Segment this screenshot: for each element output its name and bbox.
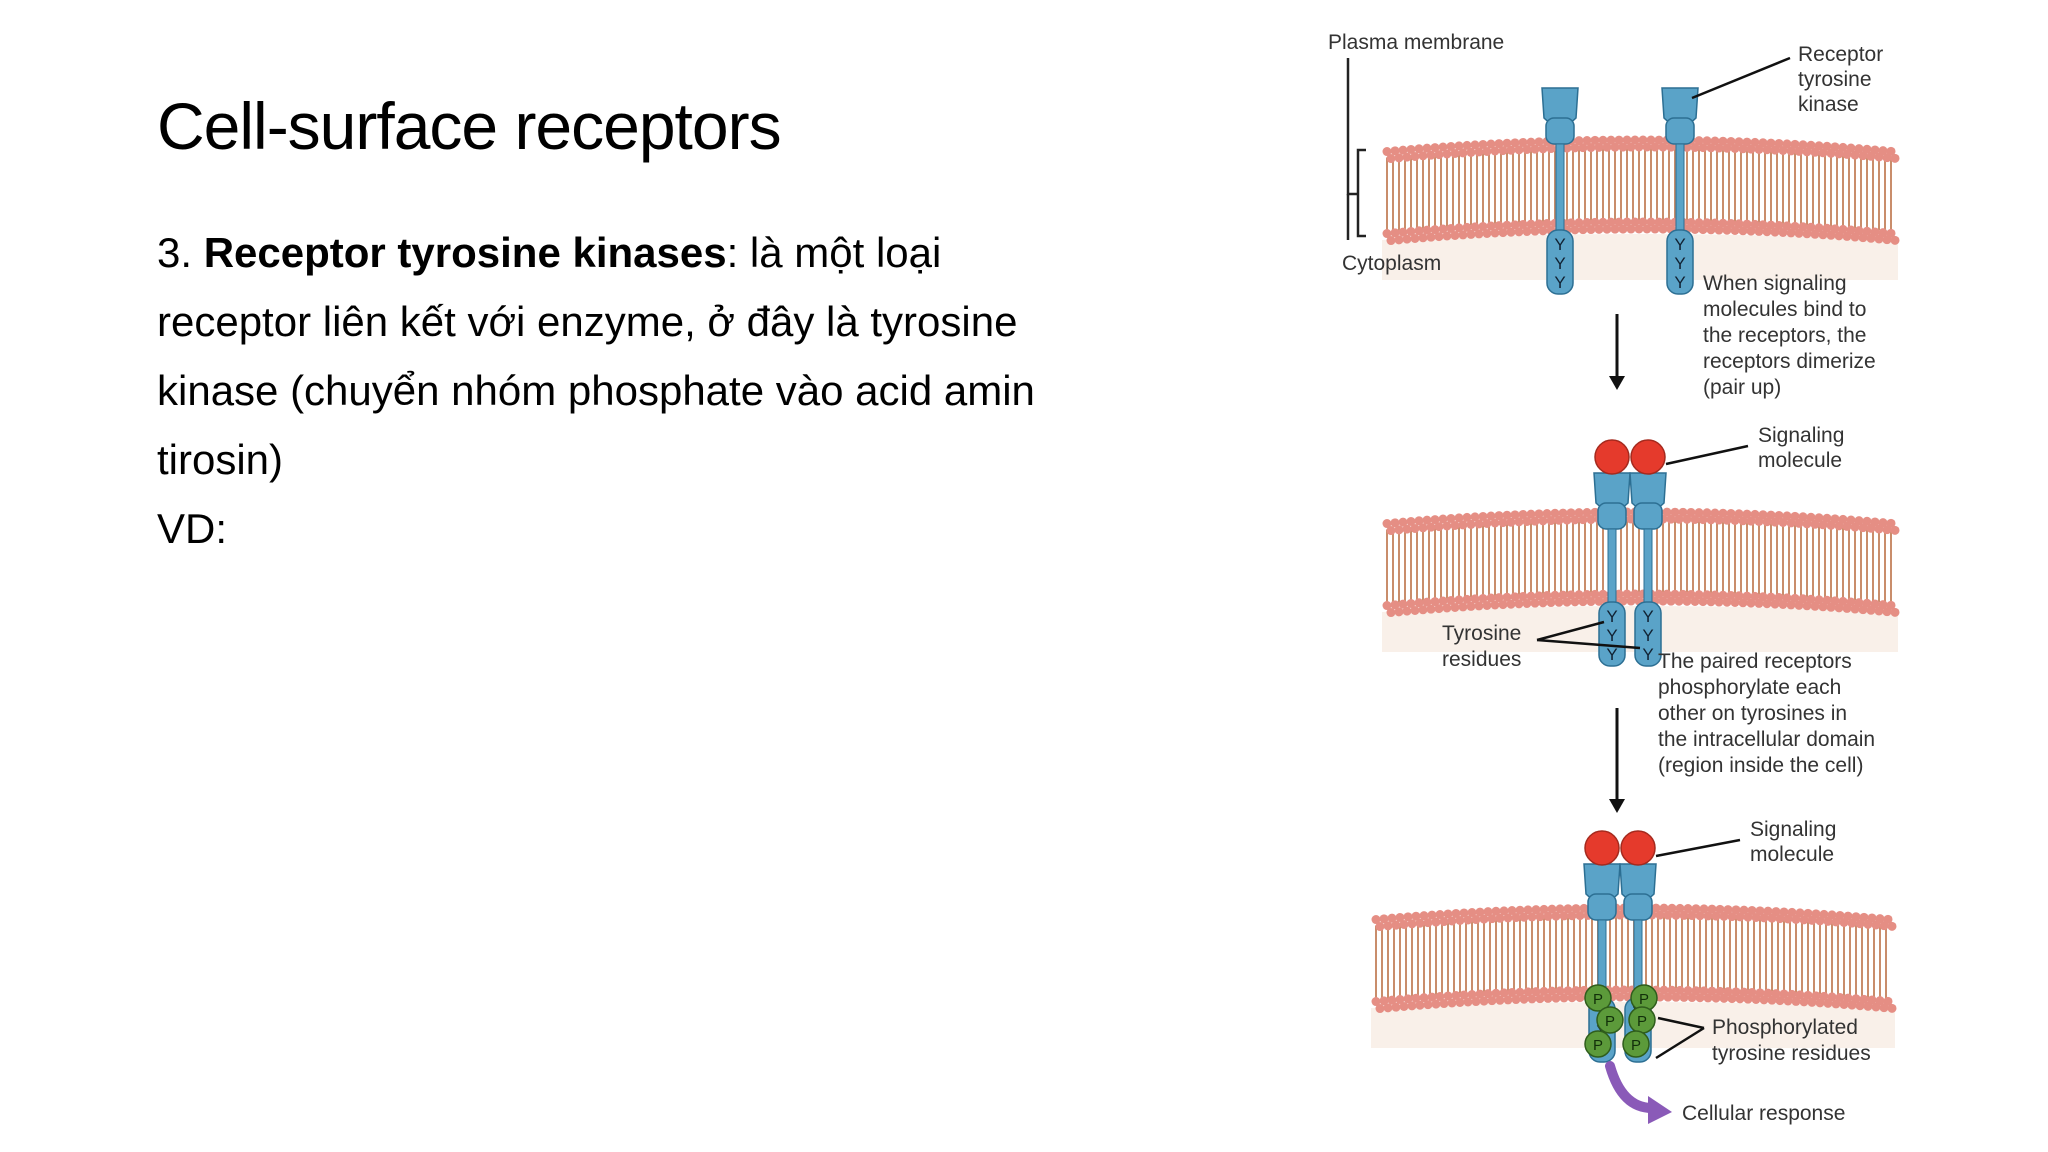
receptor-panel1-left-tyrosine-2: Y <box>1554 254 1565 273</box>
caption-step-2-line-4: the intracellular domain <box>1658 728 1875 751</box>
caption-step-2-line-5: (region inside the cell) <box>1658 754 1863 777</box>
leader-signaling-molecule-1 <box>1665 444 1749 466</box>
phosphate-label-4: P <box>1637 1013 1647 1030</box>
receptor-panel1-right-tyrosine-1: Y <box>1674 235 1685 254</box>
receptor-panel2-right-signal-molecule <box>1630 439 1666 475</box>
label-receptor-tyrosine-kinase-line-3: kinase <box>1798 93 1859 116</box>
membrane-inner-bracket <box>1356 148 1366 238</box>
body-line-2: receptor liên kết với enzyme, ở đây là t… <box>157 298 1018 345</box>
receptor-panel2-left-tyrosine-1: Y <box>1606 607 1617 626</box>
label-receptor-tyrosine-kinase-line-1: Receptor <box>1798 43 1883 66</box>
phosphate-3 <box>1596 1006 1624 1034</box>
receptor-panel2-right-intracellular <box>1634 601 1662 667</box>
phosphate-label-1: P <box>1593 991 1603 1008</box>
phosphate-label-7: P <box>1631 1037 1641 1054</box>
phosphate-6 <box>1584 1030 1612 1058</box>
phosphate-7 <box>1622 1030 1650 1058</box>
receptor-panel2-left: YYY <box>1593 439 1631 667</box>
membrane-panel-1-cytoplasm-wash <box>1382 234 1898 280</box>
label-signaling-molecule-2-line-1: Signaling <box>1750 818 1836 841</box>
receptor-panel1-right-transmembrane <box>1675 143 1685 239</box>
plasma-membrane-bracket <box>1346 58 1358 196</box>
receptor-panel3-right-neck <box>1623 893 1653 921</box>
caption-step-1-line-5: (pair up) <box>1703 376 1781 399</box>
caption-step-2-line-1: The paired receptors <box>1658 650 1852 673</box>
label-plasma-membrane: Plasma membrane <box>1328 31 1504 54</box>
label-phosphorylated-residues-line-2: tyrosine residues <box>1712 1042 1871 1065</box>
membrane-panel-1 <box>1382 135 1900 280</box>
item-number: 3. <box>157 229 193 276</box>
receptor-panel3-right-signal-molecule <box>1620 830 1656 866</box>
label-signaling-molecule-1-line-1: Signaling <box>1758 424 1844 447</box>
phosphate-label-2: P <box>1639 991 1649 1008</box>
receptor-panel1-right-tyrosine-2: Y <box>1674 254 1685 273</box>
phosphate-label-6: P <box>1593 1037 1603 1054</box>
caption-step-2-line-3: other on tyrosines in <box>1658 702 1847 725</box>
receptor-panel1-right: YYY <box>1661 87 1699 295</box>
label-cytoplasm: Cytoplasm <box>1342 252 1441 275</box>
receptor-panel2-left-transmembrane <box>1607 528 1617 611</box>
label-signaling-molecule-2-line-2: molecule <box>1750 843 1834 866</box>
receptor-panel1-left: YYY <box>1541 87 1579 295</box>
receptor-panel2-right-tyrosine-2: Y <box>1642 626 1653 645</box>
label-cellular-response: Cellular response <box>1682 1102 1845 1125</box>
receptor-panel2-right-tyrosine-1: Y <box>1642 607 1653 626</box>
label-tyrosine-residues-line-1: Tyrosine <box>1442 622 1521 645</box>
receptor-panel2-right-tyrosine-3: Y <box>1642 645 1653 664</box>
label-receptor-tyrosine-kinase-line-2: tyrosine <box>1798 68 1872 91</box>
receptor-panel1-left-transmembrane <box>1555 143 1565 239</box>
receptor-panel2-right-transmembrane <box>1643 528 1653 611</box>
example-label: VD: <box>157 505 228 552</box>
body-line-3: kinase (chuyển nhóm phosphate vào acid a… <box>157 367 1035 414</box>
body-line-4: tirosin) <box>157 436 284 483</box>
receptor-panel1-left-tyrosine-3: Y <box>1554 273 1565 292</box>
leader-tyrosine-residues-1 <box>1536 620 1605 642</box>
receptor-panel2-right: YYY <box>1629 439 1667 667</box>
cellular-response-arrowhead <box>1648 1096 1672 1124</box>
caption-step-1-line-3: the receptors, the <box>1703 324 1866 347</box>
line1-rest: : là một loại <box>726 229 942 276</box>
arrow-step-1-head <box>1609 376 1625 390</box>
receptor-panel2-left-intracellular <box>1598 601 1626 667</box>
leader-receptor-tyrosine-kinase <box>1691 56 1791 100</box>
slide-title: Cell-surface receptors <box>157 89 782 163</box>
slide-body: 3. Receptor tyrosine kinases: là một loạ… <box>157 218 1157 563</box>
receptor-panel2-left-signal-molecule <box>1594 439 1630 475</box>
receptor-panel3-left-neck <box>1587 893 1617 921</box>
receptor-panel2-left-tyrosine-2: Y <box>1606 626 1617 645</box>
leader-phosphorylated-2 <box>1655 1026 1705 1060</box>
receptor-panel2-right-neck <box>1633 502 1663 530</box>
body-line-1: 3. Receptor tyrosine kinases: là một loạ… <box>157 218 1157 287</box>
leader-tyrosine-residues-2 <box>1536 638 1641 650</box>
rtk-diagram: Plasma membraneYYYYYYReceptortyrosinekin… <box>1328 31 1900 1125</box>
leader-signaling-molecule-2 <box>1655 838 1741 858</box>
receptor-panel1-left-intracellular <box>1546 229 1574 295</box>
caption-step-1-line-4: receptors dimerize <box>1703 350 1876 373</box>
caption-step-1-line-1: When signaling <box>1703 272 1847 295</box>
receptor-panel1-right-neck <box>1665 117 1695 145</box>
receptor-panel1-left-tyrosine-1: Y <box>1554 235 1565 254</box>
label-phosphorylated-residues-line-1: Phosphorylated <box>1712 1016 1858 1039</box>
receptor-panel1-right-tyrosine-3: Y <box>1674 273 1685 292</box>
phosphate-1 <box>1584 984 1612 1012</box>
term-bold: Receptor tyrosine kinases <box>203 229 727 276</box>
label-signaling-molecule-1-line-2: molecule <box>1758 449 1842 472</box>
receptor-panel1-left-neck <box>1545 117 1575 145</box>
receptor-panel2-left-neck <box>1597 502 1627 530</box>
caption-step-1-line-2: molecules bind to <box>1703 298 1866 321</box>
receptor-panel1-right-intracellular <box>1666 229 1694 295</box>
label-tyrosine-residues-line-2: residues <box>1442 648 1521 671</box>
arrow-step-2-head <box>1609 799 1625 813</box>
caption-step-2-line-2: phosphorylate each <box>1658 676 1841 699</box>
leader-phosphorylated-1 <box>1657 1016 1705 1030</box>
phosphate-label-3: P <box>1605 1013 1615 1030</box>
receptor-panel3-left-signal-molecule <box>1584 830 1620 866</box>
receptor-panel2-left-tyrosine-3: Y <box>1606 645 1617 664</box>
cellular-response-arrow <box>1605 1061 1657 1113</box>
